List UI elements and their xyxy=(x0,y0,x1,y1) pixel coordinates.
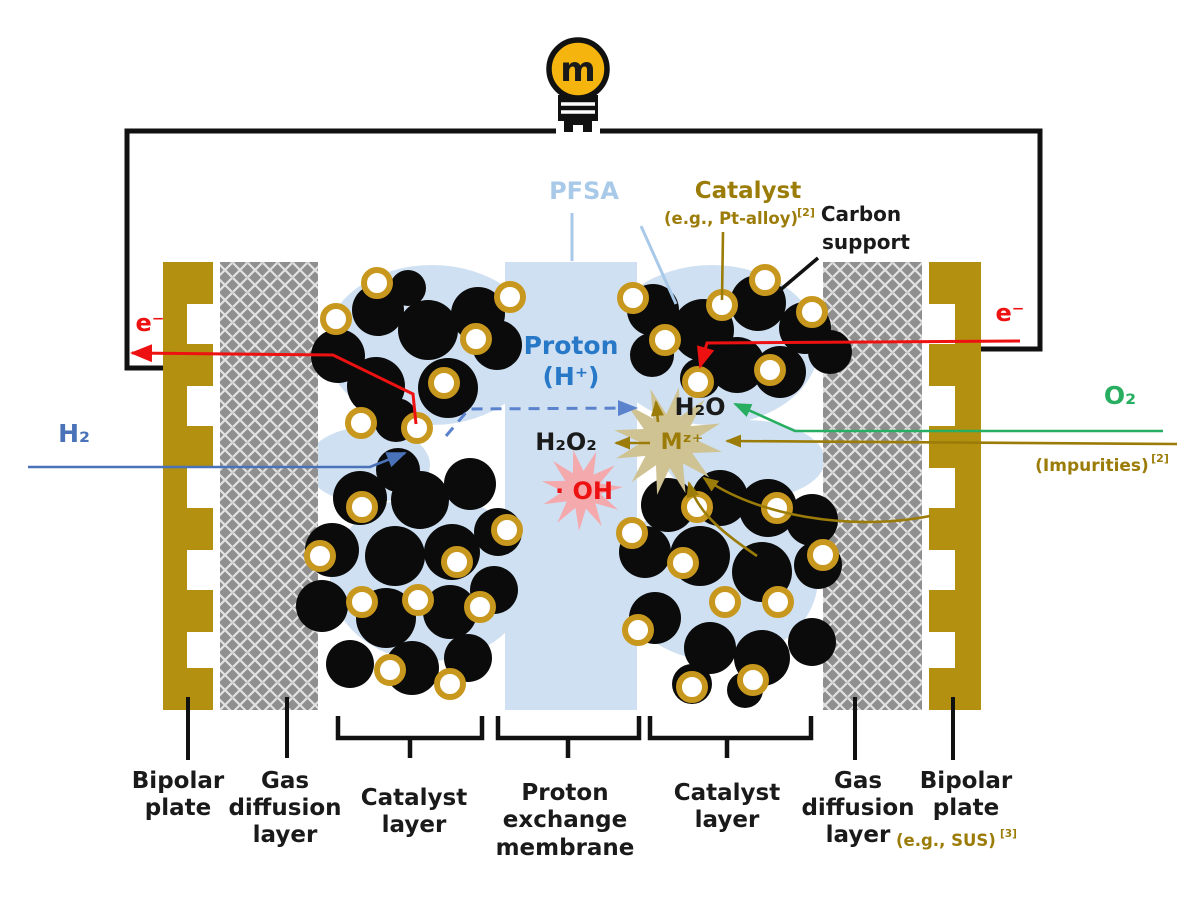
motor-circle xyxy=(546,37,610,101)
oxygen-arrow xyxy=(733,402,1163,433)
label-catalyst-right-1: Catalyst xyxy=(674,780,780,806)
pfsa-label: PFSA xyxy=(549,177,619,205)
hydroxyl-radical-label: · OH xyxy=(555,477,613,505)
label-gdl-right-1: Gas xyxy=(834,768,882,794)
catalyst-layer-left-bracket xyxy=(335,716,485,758)
catalyst-leader-line xyxy=(720,231,725,301)
h2o2-label: H₂O₂ xyxy=(535,428,597,456)
proton-label-line2: (H⁺) xyxy=(543,362,600,391)
electron-arrow-right xyxy=(696,339,1021,369)
hydrogen-arrow xyxy=(28,451,407,469)
metal-ion-burst xyxy=(614,387,722,495)
catalyst-label: Catalyst xyxy=(695,178,801,204)
external-circuit-wire xyxy=(124,128,1043,371)
label-gdl-right-2: diffusion xyxy=(801,795,914,821)
label-pem-2: exchange xyxy=(503,807,627,833)
electron-label-right: e⁻ xyxy=(996,299,1025,327)
label-gdl-right-3: layer xyxy=(826,822,891,848)
proton-label-line1: Proton xyxy=(524,331,619,360)
label-catalyst-left-2: layer xyxy=(382,812,447,838)
label-bipolar-right-1: Bipolar xyxy=(920,768,1013,794)
gas-diffusion-layer-left xyxy=(220,262,318,710)
h2o-up-arrow xyxy=(650,400,664,423)
impurities-label: (Impurities) xyxy=(1035,456,1149,476)
electron-arrow-left xyxy=(130,344,418,425)
radical-burst xyxy=(541,449,623,531)
h2o-label: H₂O xyxy=(675,393,726,421)
label-pem-1: Proton xyxy=(521,780,608,806)
gas-diffusion-layer-right xyxy=(823,262,922,710)
carbon-support-label-line1: Carbon xyxy=(821,202,901,226)
bipolar-plate-right xyxy=(929,262,981,710)
electron-label-left: e⁻ xyxy=(136,309,165,337)
label-bipolar-left-2: plate xyxy=(145,795,211,821)
label-gdl-left-1: Gas xyxy=(261,768,309,794)
carbon-support-leader-line xyxy=(777,256,820,293)
layer-labels: Bipolar plate Gas diffusion layer Cataly… xyxy=(132,768,1013,861)
label-catalyst-left-1: Catalyst xyxy=(361,785,467,811)
o2-label: O₂ xyxy=(1104,381,1136,410)
label-bipolar-right-2: plate xyxy=(933,795,999,821)
catalyst-layer-right-bracket xyxy=(647,716,814,758)
catalyst-sub-label: (e.g., Pt-alloy) xyxy=(664,209,798,228)
sus-note-ref: [3] xyxy=(1000,828,1017,840)
impurities-ref: [2] xyxy=(1151,452,1169,465)
motor-label: m xyxy=(560,50,595,90)
label-gdl-left-2: diffusion xyxy=(228,795,341,821)
catalyst-cluster-top-left xyxy=(311,267,526,444)
label-bipolar-left-1: Bipolar xyxy=(132,768,225,794)
catalyst-cluster-bottom-left xyxy=(296,448,523,700)
label-catalyst-right-2: layer xyxy=(695,807,760,833)
bipolar-plate-left xyxy=(163,262,213,710)
sus-note-label: (e.g., SUS) xyxy=(896,831,996,850)
label-pem-3: membrane xyxy=(496,835,635,861)
impurities-arrow xyxy=(725,434,1178,448)
impurity-curve-arrow-1 xyxy=(702,476,931,524)
pem-bracket xyxy=(495,716,642,758)
h2-label: H₂ xyxy=(58,419,90,448)
metal-ion-label: Mᶻ⁺ xyxy=(661,430,704,455)
motor-symbol: m xyxy=(546,37,610,132)
catalyst-ref: [2] xyxy=(797,206,815,219)
carbon-support-label-line2: support xyxy=(822,230,910,254)
impurity-curve-arrow-2 xyxy=(686,481,758,558)
pfsa-leader-line-2 xyxy=(639,225,678,305)
label-gdl-left-3: layer xyxy=(253,822,318,848)
